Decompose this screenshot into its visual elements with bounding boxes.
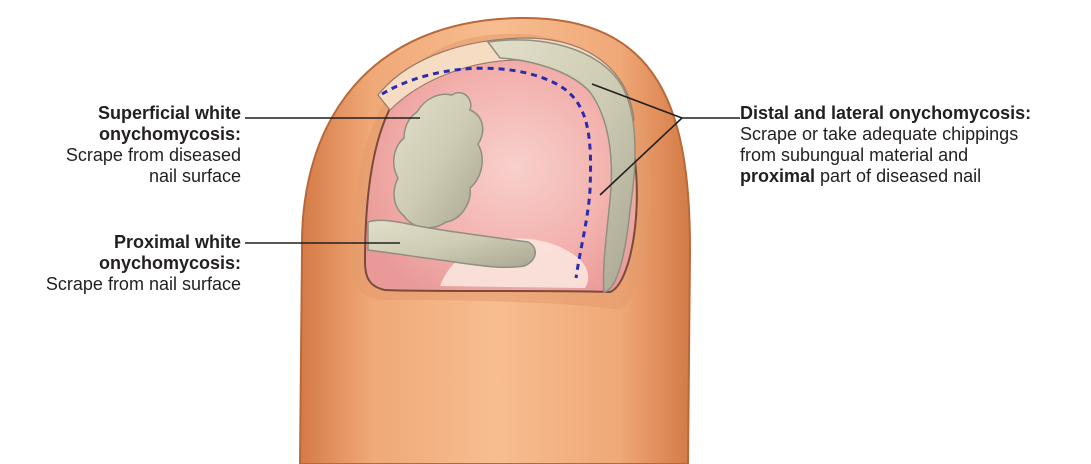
distal-body-line3-rest: part of diseased nail <box>815 166 981 186</box>
superficial-title-line1: Superficial white <box>66 103 241 124</box>
distal-body-line3: proximal part of diseased nail <box>740 166 1031 187</box>
distal-body-line3-bold: proximal <box>740 166 815 186</box>
superficial-body-line1: Scrape from diseased <box>66 145 241 166</box>
superficial-title-line2: onychomycosis: <box>66 124 241 145</box>
label-superficial-white-onychomycosis: Superficial white onychomycosis: Scrape … <box>66 103 241 187</box>
distal-body-line2: from subungual material and <box>740 145 1031 166</box>
superficial-body-line2: nail surface <box>66 166 241 187</box>
label-proximal-white-onychomycosis: Proximal white onychomycosis: Scrape fro… <box>46 232 241 295</box>
distal-body-line1: Scrape or take adequate chippings <box>740 124 1031 145</box>
proximal-title-line2: onychomycosis: <box>46 253 241 274</box>
proximal-title-line1: Proximal white <box>46 232 241 253</box>
distal-title: Distal and lateral onychomycosis: <box>740 103 1031 124</box>
proximal-body-line1: Scrape from nail surface <box>46 274 241 295</box>
label-distal-lateral-onychomycosis: Distal and lateral onychomycosis: Scrape… <box>740 103 1031 187</box>
